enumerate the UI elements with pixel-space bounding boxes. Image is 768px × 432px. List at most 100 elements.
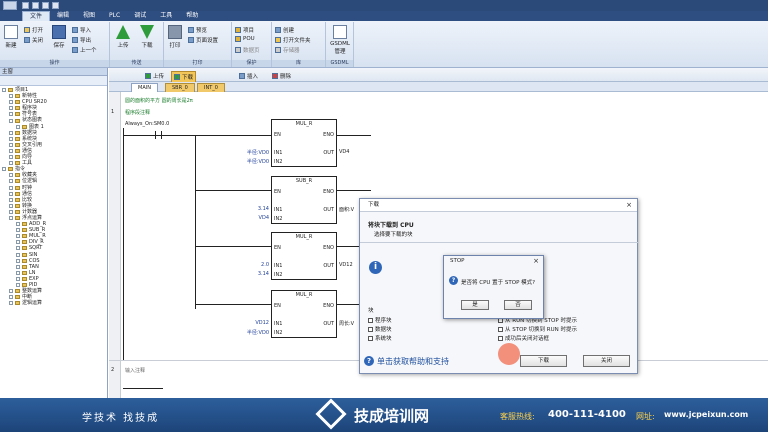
system-block-check[interactable]: 系统块 bbox=[368, 334, 392, 342]
tab-int0[interactable]: INT_0 bbox=[197, 83, 225, 92]
out-operand[interactable]: VD4 bbox=[339, 149, 350, 155]
tree-item[interactable]: ADD_R bbox=[0, 221, 107, 227]
tree-item[interactable]: MUL_R bbox=[0, 233, 107, 239]
print-quick-icon[interactable] bbox=[52, 2, 59, 9]
preview-button[interactable]: 预览 bbox=[188, 26, 207, 34]
tree-item[interactable]: 整数运算 bbox=[0, 288, 107, 294]
close-icon[interactable]: × bbox=[626, 201, 632, 209]
tab-sbr0[interactable]: SBR_0 bbox=[165, 83, 195, 92]
tree-item[interactable]: 中断 bbox=[0, 294, 107, 300]
expand-icon[interactable] bbox=[16, 240, 20, 245]
expand-icon[interactable] bbox=[16, 124, 20, 129]
tree-item[interactable]: 收藏夹 bbox=[0, 172, 107, 178]
tree-item[interactable]: 工具 bbox=[0, 160, 107, 166]
expand-icon[interactable] bbox=[9, 216, 13, 221]
expand-icon[interactable] bbox=[9, 136, 13, 141]
save-button[interactable]: 保存 bbox=[52, 25, 66, 49]
tree-item[interactable]: 通信 bbox=[0, 148, 107, 154]
expand-icon[interactable] bbox=[9, 179, 13, 184]
delete-button[interactable]: 删除 bbox=[272, 72, 291, 80]
tab-main[interactable]: MAIN bbox=[131, 83, 158, 92]
tree-item[interactable]: SUB_R bbox=[0, 227, 107, 233]
in1-operand[interactable]: 3.14 bbox=[257, 206, 269, 212]
export-button[interactable]: 导出 bbox=[72, 36, 91, 44]
expand-icon[interactable] bbox=[9, 203, 13, 208]
tree-item[interactable]: SIN bbox=[0, 252, 107, 258]
menu-tab-file[interactable]: 文件 bbox=[22, 11, 51, 21]
in2-operand[interactable]: 3.14 bbox=[257, 271, 269, 277]
menu-tab-tools[interactable]: 工具 bbox=[160, 12, 173, 19]
print-button[interactable]: 打印 bbox=[168, 25, 182, 49]
gsdml-manage-button[interactable]: GSDML管理 bbox=[330, 25, 350, 55]
tree-item[interactable]: DIV_R bbox=[0, 239, 107, 245]
new-button[interactable]: 新建 bbox=[4, 25, 18, 49]
tree-item[interactable]: EXP bbox=[0, 276, 107, 282]
tree-item[interactable]: 转换 bbox=[0, 203, 107, 209]
protect-project-button[interactable]: 项目 bbox=[235, 26, 254, 34]
download-button[interactable]: 下载 bbox=[140, 25, 154, 49]
out-operand[interactable]: VD12 bbox=[339, 262, 353, 268]
dialog-download-button[interactable]: 下载 bbox=[520, 355, 567, 367]
close-button[interactable]: 关闭 bbox=[24, 36, 43, 44]
in1-operand[interactable]: VD12 bbox=[255, 320, 269, 326]
expand-icon[interactable] bbox=[16, 270, 20, 275]
tree-item[interactable]: TAN bbox=[0, 264, 107, 270]
expand-icon[interactable] bbox=[2, 88, 6, 93]
tree-item[interactable]: COS bbox=[0, 258, 107, 264]
expand-icon[interactable] bbox=[9, 289, 13, 294]
tree-item[interactable]: 程序块 bbox=[0, 105, 107, 111]
menu-tab-plc[interactable]: PLC bbox=[109, 12, 121, 19]
protect-pou-button[interactable]: POU bbox=[235, 36, 255, 42]
expand-icon[interactable] bbox=[9, 155, 13, 160]
insert-button[interactable]: 插入 bbox=[239, 72, 258, 80]
dialog-close-button[interactable]: 关闭 bbox=[583, 355, 630, 367]
help-icon[interactable]: ? bbox=[364, 356, 374, 366]
tree-item[interactable]: 新特性 bbox=[0, 93, 107, 99]
no-button[interactable]: 否 bbox=[504, 300, 532, 310]
tree-item[interactable]: 交叉引用 bbox=[0, 142, 107, 148]
tree-item[interactable]: 计数器 bbox=[0, 209, 107, 215]
out-operand[interactable]: 面积:V bbox=[339, 207, 355, 213]
expand-icon[interactable] bbox=[9, 148, 13, 153]
tree-item[interactable]: CPU SR20 bbox=[0, 99, 107, 105]
expand-icon[interactable] bbox=[9, 185, 13, 190]
expand-icon[interactable] bbox=[16, 246, 20, 251]
expand-icon[interactable] bbox=[16, 222, 20, 227]
tree-item[interactable]: 符号表 bbox=[0, 111, 107, 117]
in2-operand[interactable]: VD4 bbox=[258, 215, 269, 221]
expand-icon[interactable] bbox=[9, 112, 13, 117]
yes-button[interactable]: 是 bbox=[461, 300, 489, 310]
stop-to-run-check[interactable]: 从 STOP 切换到 RUN 时提示 bbox=[498, 325, 577, 333]
expand-icon[interactable] bbox=[9, 173, 13, 178]
open-folder-button[interactable]: 打开文件夹 bbox=[275, 36, 311, 44]
save-quick-icon[interactable] bbox=[42, 2, 49, 9]
import-button[interactable]: 导入 bbox=[72, 26, 91, 34]
in1-operand[interactable]: 半径:VD0 bbox=[246, 150, 269, 156]
tree-item[interactable]: 系统块 bbox=[0, 136, 107, 142]
expand-icon[interactable] bbox=[9, 295, 13, 300]
protect-datapage-button[interactable]: 数据页 bbox=[235, 46, 260, 54]
expand-icon[interactable] bbox=[9, 100, 13, 105]
tree-item[interactable]: 数据块 bbox=[0, 130, 107, 136]
out-operand[interactable]: 周长:V bbox=[339, 321, 355, 327]
expand-icon[interactable] bbox=[16, 283, 20, 288]
expand-icon[interactable] bbox=[16, 252, 20, 257]
expand-icon[interactable] bbox=[9, 301, 13, 306]
expand-icon[interactable] bbox=[9, 130, 13, 135]
expand-icon[interactable] bbox=[9, 191, 13, 196]
tree-item[interactable]: 时钟 bbox=[0, 185, 107, 191]
expand-icon[interactable] bbox=[9, 209, 13, 214]
tree-item[interactable]: LN bbox=[0, 270, 107, 276]
memory-button[interactable]: 存储器 bbox=[275, 46, 300, 54]
tree-item[interactable]: 逻辑运算 bbox=[0, 300, 107, 306]
create-library-button[interactable]: 创建 bbox=[275, 26, 294, 34]
expand-icon[interactable] bbox=[16, 228, 20, 233]
expand-icon[interactable] bbox=[2, 167, 6, 172]
tree-item[interactable]: 浮点运算 bbox=[0, 215, 107, 221]
tree-item[interactable]: 向导 bbox=[0, 154, 107, 160]
new-quick-icon[interactable] bbox=[22, 2, 29, 9]
menu-tab-edit[interactable]: 编辑 bbox=[57, 12, 70, 19]
